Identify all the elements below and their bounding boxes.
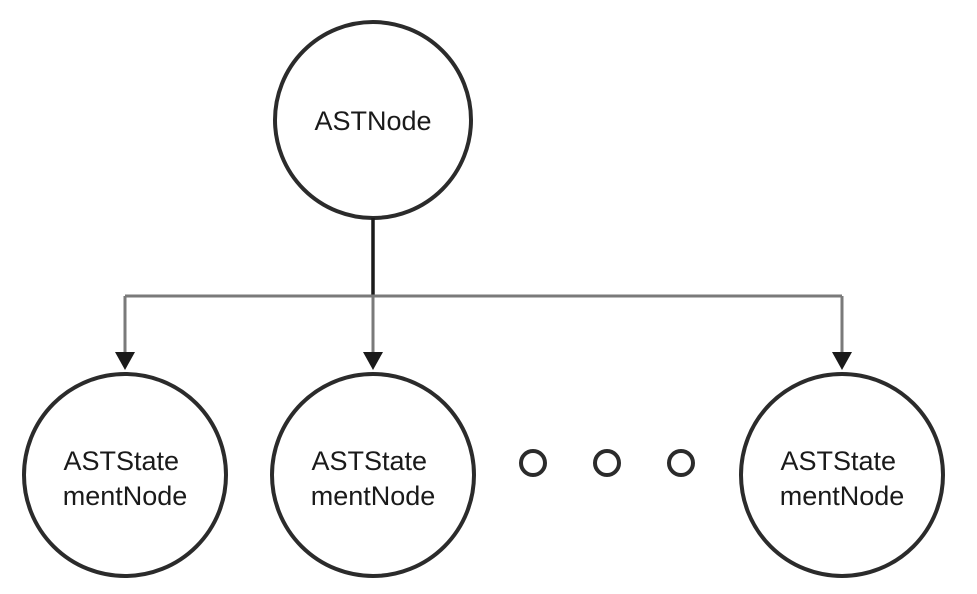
edge-to-child-3: [832, 296, 852, 370]
child-node-1-label-line2: mentNode: [63, 481, 188, 511]
ellipsis-dot-2: [593, 449, 621, 477]
root-node: ASTNode: [273, 20, 473, 220]
child-node-1: ASTState mentNode: [22, 372, 228, 578]
child-node-1-label: ASTState mentNode: [63, 446, 188, 511]
child-node-3-label-line2: mentNode: [780, 481, 905, 511]
child-node-2-label-line1: ASTState: [311, 446, 427, 476]
child-node-1-label-line1: ASTState: [63, 446, 179, 476]
child-node-2-label-line2: mentNode: [311, 481, 436, 511]
child-node-1-circle: [22, 372, 228, 578]
ellipsis-dot-3: [667, 449, 695, 477]
edge-to-child-2: [363, 296, 383, 370]
child-node-2: ASTState mentNode: [270, 372, 476, 578]
child-node-2-label: ASTState mentNode: [311, 446, 436, 511]
root-node-label: ASTNode: [314, 106, 431, 136]
arrow-head-1: [115, 352, 135, 370]
arrow-head-3: [832, 352, 852, 370]
child-node-2-circle: [270, 372, 476, 578]
child-node-3-circle: [739, 372, 945, 578]
edge-to-child-1: [115, 296, 135, 370]
arrow-head-2: [363, 352, 383, 370]
child-node-3: ASTState mentNode: [739, 372, 945, 578]
child-node-3-label: ASTState mentNode: [780, 446, 905, 511]
ellipsis: [519, 449, 695, 477]
child-node-3-label-line1: ASTState: [780, 446, 896, 476]
ellipsis-dot-1: [519, 449, 547, 477]
